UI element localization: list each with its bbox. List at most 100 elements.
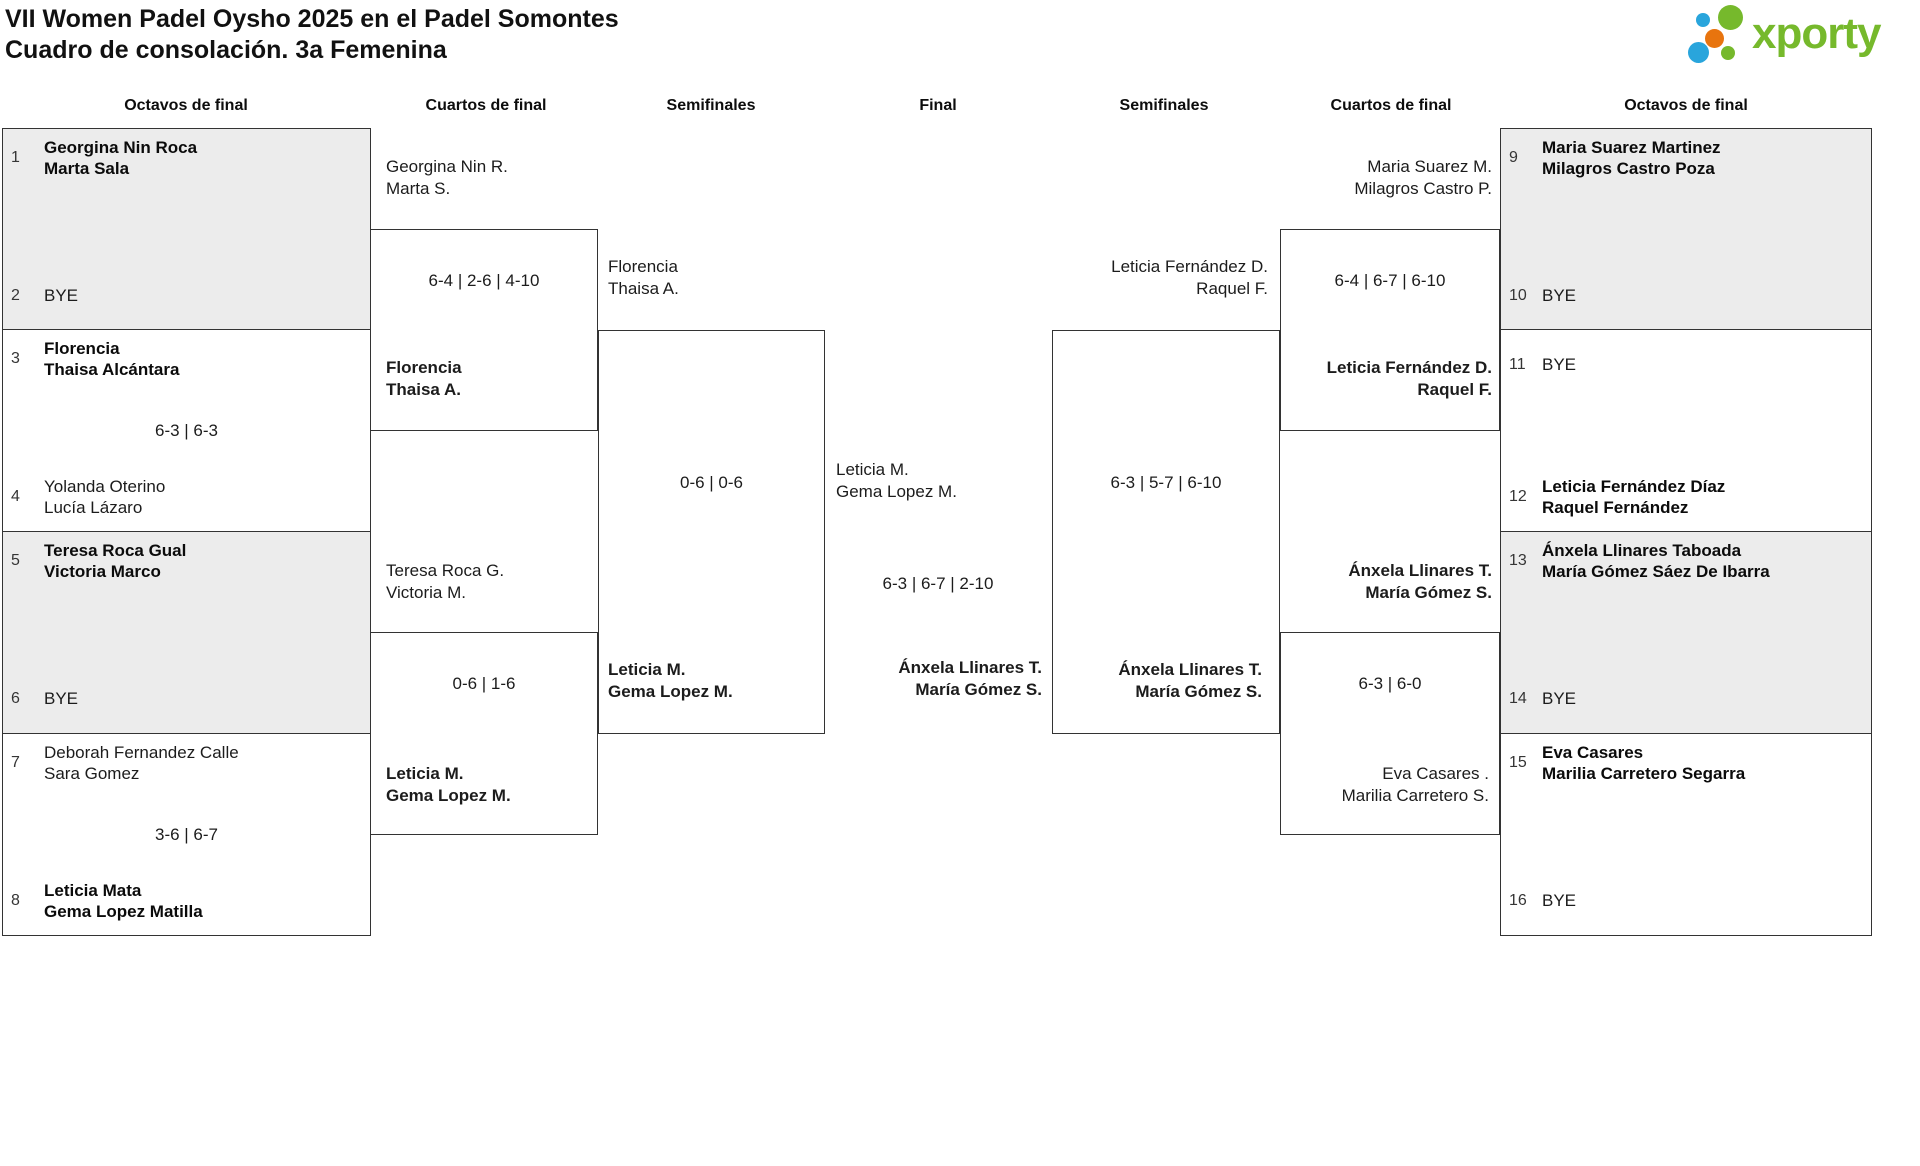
qf-right-bottom-box: [1280, 632, 1500, 835]
match-score: 6-3 | 6-3: [154, 420, 218, 440]
team-name: BYE: [44, 688, 78, 709]
round-header-semis-left: Semifinales: [666, 97, 756, 114]
seed-number: 5: [11, 552, 20, 569]
team-name: BYE: [1542, 354, 1576, 375]
player-line2: María Gómez S.: [1135, 681, 1262, 701]
qf-left-top-team1: Georgina Nin R. Marta S.: [386, 156, 508, 199]
player-line1: Ánxela Llinares T.: [898, 658, 1042, 677]
team-name: Deborah Fernandez Calle Sara Gomez: [44, 742, 239, 784]
player-line1: Ánxela Llinares T.: [1348, 561, 1492, 580]
round-header-cuartos-right: Cuartos de final: [1330, 97, 1452, 114]
player-line1: Deborah Fernandez Calle: [44, 743, 239, 762]
team-name: Eva Casares Marilia Carretero Segarra: [1542, 742, 1745, 784]
player-line2: María Gómez S.: [1365, 582, 1492, 602]
team-name: Leticia Mata Gema Lopez Matilla: [44, 880, 203, 922]
team-name: Yolanda Oterino Lucía Lázaro: [44, 476, 165, 518]
team-name: BYE: [1542, 285, 1576, 306]
participant-seed-4: 4 Yolanda Oterino Lucía Lázaro: [11, 476, 360, 518]
page-title-line2: Cuadro de consolación. 3a Femenina: [5, 36, 447, 64]
sf-right-team2: Ánxela Llinares T. María Gómez S.: [1040, 659, 1262, 702]
player-line2: Milagros Castro Poza: [1542, 159, 1715, 178]
participant-seed-3: 3 Florencia Thaisa Alcántara: [11, 338, 360, 380]
seed-number: 15: [1509, 754, 1527, 771]
player-line1: Georgina Nin Roca: [44, 138, 198, 157]
player-line1: Teresa Roca G.: [386, 561, 505, 580]
player-line2: Gema Lopez M.: [386, 785, 511, 805]
team-name: Leticia Fernández Díaz Raquel Fernández: [1542, 476, 1725, 518]
player-line2: Gema Lopez Matilla: [44, 902, 203, 921]
seed-number: 2: [11, 286, 20, 304]
player-line2: Victoria M.: [386, 582, 466, 602]
team-name: Maria Suarez Martinez Milagros Castro Po…: [1542, 137, 1721, 179]
player-line1: Eva Casares .: [1382, 764, 1489, 783]
player-line2: Lucía Lázaro: [44, 498, 143, 517]
player-line2: Milagros Castro P.: [1354, 178, 1492, 198]
player-line1: Leticia Fernández D.: [1111, 257, 1268, 276]
qf-left-bottom-score: 0-6 | 1-6: [452, 674, 516, 693]
participant-seed-1: 1 Georgina Nin Roca Marta Sala: [11, 137, 360, 179]
sf-left-score: 0-6 | 0-6: [679, 473, 743, 492]
seed-number: 13: [1509, 552, 1527, 569]
sf-left-team1: Florencia Thaisa A.: [608, 256, 679, 299]
qf-left-top-score: 6-4 | 2-6 | 4-10: [428, 271, 540, 290]
qf-right-top-team2: Leticia Fernández D. Raquel F.: [1280, 357, 1492, 400]
qf-right-top-box: [1280, 229, 1500, 431]
seed-number: 9: [1509, 149, 1518, 166]
player-line1: Florencia: [44, 339, 120, 358]
page-title: VII Women Padel Oysho 2025 en el Padel S…: [5, 4, 619, 66]
participant-seed-9: 9 Maria Suarez Martinez Milagros Castro …: [1509, 137, 1861, 179]
player-line1: BYE: [1542, 891, 1577, 910]
player-line1: Maria Suarez M.: [1367, 157, 1492, 176]
qf-right-bottom-team1: Ánxela Llinares T. María Gómez S.: [1280, 560, 1492, 603]
player-line1: Leticia Fernández Díaz: [1542, 477, 1726, 496]
qf-left-top-team2: Florencia Thaisa A.: [386, 357, 462, 400]
player-line2: Gema Lopez M.: [608, 681, 733, 701]
logo-dot-small-green: [1721, 46, 1735, 60]
player-line1: Leticia M.: [608, 660, 686, 679]
participant-seed-7: 7 Deborah Fernandez Calle Sara Gomez: [11, 742, 360, 784]
seed-number: 12: [1509, 488, 1527, 505]
sf-right-score: 6-3 | 5-7 | 6-10: [1110, 473, 1222, 492]
player-line2: Raquel Fernández: [1542, 498, 1689, 517]
participant-seed-2: 2 BYE: [11, 285, 360, 306]
player-line1: Ánxela Llinares T.: [1118, 660, 1262, 679]
player-line2: Thaisa A.: [386, 379, 461, 399]
player-line2: Sara Gomez: [44, 764, 140, 783]
team-name: Georgina Nin Roca Marta Sala: [44, 137, 197, 179]
team-name: Florencia Thaisa Alcántara: [44, 338, 179, 380]
player-line1: BYE: [1542, 689, 1577, 708]
player-line1: Yolanda Oterino: [44, 477, 166, 496]
player-line1: Florencia: [386, 358, 462, 377]
player-line1: Ánxela Llinares Taboada: [1542, 541, 1742, 560]
match-box-15-16: 15 Eva Casares Marilia Carretero Segarra…: [1500, 733, 1872, 936]
team-name: BYE: [44, 285, 78, 306]
participant-seed-12: 12 Leticia Fernández Díaz Raquel Fernánd…: [1509, 476, 1861, 518]
player-line2: Marta S.: [386, 178, 451, 198]
xporty-logo[interactable]: xporty: [1682, 4, 1912, 68]
final-team1: Leticia M. Gema Lopez M.: [836, 459, 957, 502]
participant-seed-13: 13 Ánxela Llinares Taboada María Gómez S…: [1509, 540, 1861, 582]
player-line2: Marilia Carretero Segarra: [1542, 764, 1746, 783]
player-line1: BYE: [44, 286, 79, 305]
qf-right-top-score: 6-4 | 6-7 | 6-10: [1334, 271, 1446, 290]
participant-seed-6: 6 BYE: [11, 688, 360, 709]
match-box-11-12: 11 BYE 12 Leticia Fernández Díaz Raquel …: [1500, 329, 1872, 532]
player-line2: Victoria Marco: [44, 562, 161, 581]
player-line1: Leticia M.: [386, 764, 464, 783]
final-score: 6-3 | 6-7 | 2-10: [882, 574, 994, 593]
team-name: Ánxela Llinares Taboada María Gómez Sáez…: [1542, 540, 1770, 582]
seed-number: 11: [1509, 355, 1526, 373]
qf-left-top-box: [370, 229, 598, 431]
logo-dot-big-blue: [1688, 42, 1709, 63]
qf-right-top-team1: Maria Suarez M. Milagros Castro P.: [1280, 156, 1492, 199]
final-team2: Ánxela Llinares T. María Gómez S.: [824, 657, 1042, 700]
seed-number: 4: [11, 488, 20, 505]
seed-number: 3: [11, 350, 20, 367]
logo-wordmark: xporty: [1752, 9, 1881, 58]
match-box-5-6: 5 Teresa Roca Gual Victoria Marco 6 BYE: [2, 531, 371, 734]
player-line1: BYE: [1542, 286, 1577, 305]
sf-left-team2: Leticia M. Gema Lopez M.: [608, 659, 733, 702]
round-header-octavos-right: Octavos de final: [1624, 97, 1748, 114]
seed-number: 10: [1509, 286, 1527, 304]
participant-seed-10: 10 BYE: [1509, 285, 1861, 306]
